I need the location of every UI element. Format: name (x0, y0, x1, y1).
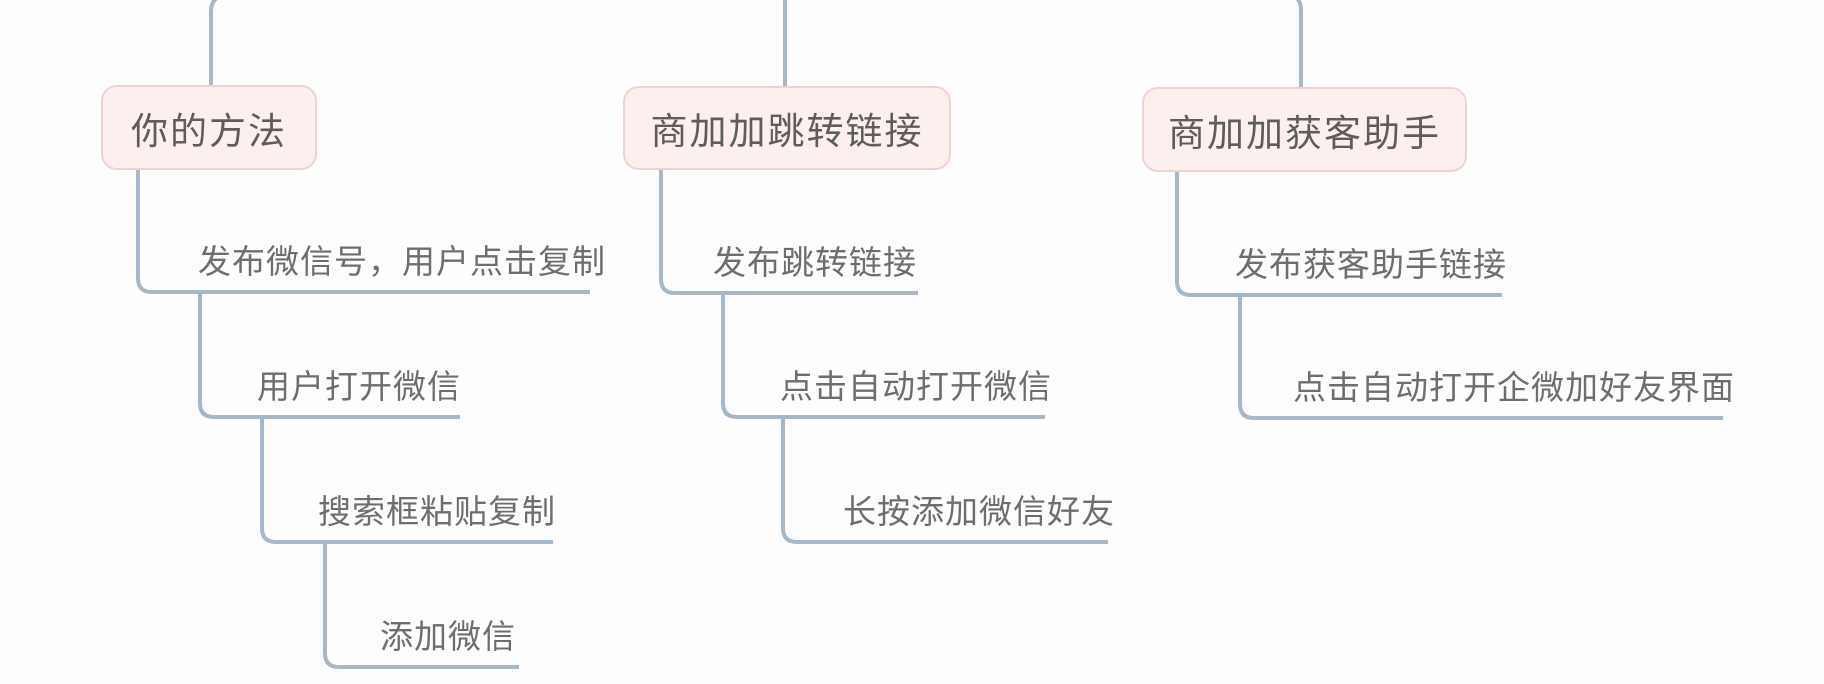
connector-top-tree1 (209, 0, 218, 85)
node-publish-assistant-link[interactable]: 发布获客助手链接 (1235, 246, 1507, 283)
connector-top-tree3 (1295, 0, 1303, 88)
node-paste-in-search-box[interactable]: 搜索框粘贴复制 (318, 493, 556, 530)
node-click-auto-open-wechat[interactable]: 点击自动打开微信 (780, 368, 1052, 405)
node-add-wechat[interactable]: 添加微信 (380, 618, 516, 655)
connector-tree2-child1 (659, 169, 918, 295)
node-user-opens-wechat[interactable]: 用户打开微信 (257, 368, 461, 405)
connector-tree2-child3 (781, 417, 1108, 544)
node-publish-wechat-id-copy[interactable]: 发布微信号，用户点击复制 (198, 243, 606, 280)
node-click-open-wecom-add-friend[interactable]: 点击自动打开企微加好友界面 (1293, 369, 1735, 406)
root-node-customer-assistant-label: 商加加获客助手 (1168, 112, 1441, 154)
node-long-press-add-friend[interactable]: 长按添加微信好友 (843, 493, 1115, 530)
node-publish-jump-link[interactable]: 发布跳转链接 (713, 244, 917, 281)
root-node-your-method[interactable]: 你的方法 (101, 85, 317, 170)
connector-tree3-child2 (1238, 295, 1723, 420)
connector-tree1-child2 (198, 292, 460, 419)
connector-tree2-child2 (721, 293, 1045, 419)
connector-tree1-child3 (260, 417, 553, 544)
root-node-jump-link[interactable]: 商加加跳转链接 (623, 86, 951, 170)
root-node-your-method-label: 你的方法 (131, 110, 287, 152)
connector-tree1-child1 (136, 169, 590, 294)
connector-tree3-child1 (1175, 171, 1502, 297)
root-node-customer-assistant[interactable]: 商加加获客助手 (1142, 87, 1467, 172)
root-node-jump-link-label: 商加加跳转链接 (650, 111, 924, 152)
connector-tree1-child4 (323, 542, 519, 669)
